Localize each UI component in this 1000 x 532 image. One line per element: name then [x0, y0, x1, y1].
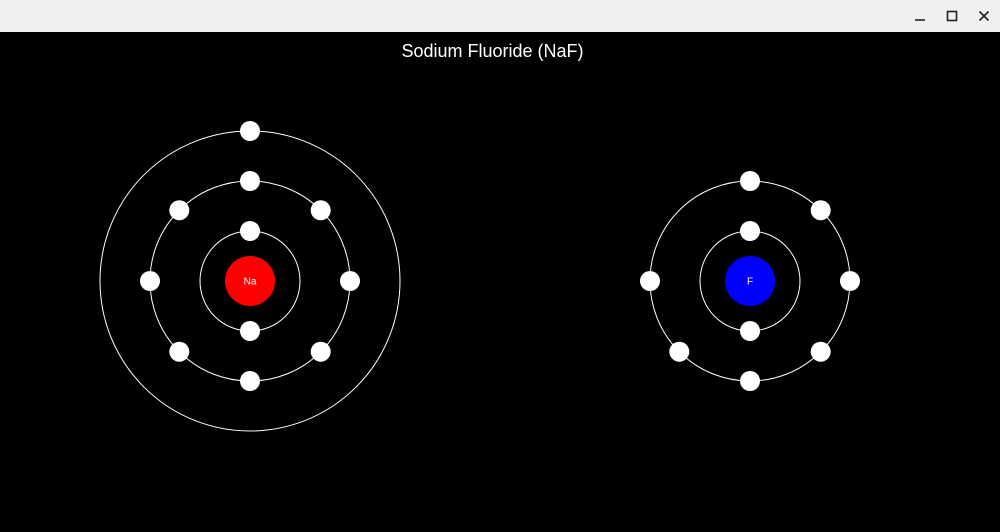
nucleus-f	[725, 256, 775, 306]
electron-na-shell-2-7	[140, 271, 160, 291]
electron-f-shell-2-7	[640, 271, 660, 291]
bohr-diagram: Na F	[99, 121, 860, 432]
electron-f-shell-2-2	[810, 200, 831, 221]
electron-f-shell-1-1	[740, 221, 760, 241]
electron-na-shell-3-1	[240, 121, 260, 141]
electron-na-shell-2-2	[310, 200, 331, 221]
close-button[interactable]	[968, 0, 1000, 32]
drawing-canvas: Sodium Fluoride (NaF) Na F	[0, 32, 1000, 532]
electron-na-shell-2-4	[310, 341, 331, 362]
electron-f-shell-2-4	[810, 341, 831, 362]
electron-na-shell-2-8	[169, 200, 190, 221]
electron-na-shell-2-3	[340, 271, 360, 291]
minimize-button[interactable]	[904, 0, 936, 32]
electron-na-shell-1-2	[240, 321, 260, 341]
electron-f-shell-2-1	[740, 171, 760, 191]
maximize-button[interactable]	[936, 0, 968, 32]
nucleus-na	[225, 256, 275, 306]
electron-na-shell-2-5	[240, 371, 260, 391]
window-titlebar	[0, 0, 1000, 32]
electron-f-shell-1-2	[740, 321, 760, 341]
nucleus-label-na: Na	[244, 277, 257, 288]
minimize-icon	[915, 19, 925, 21]
nucleus-label-f: F	[747, 277, 753, 288]
close-icon	[978, 10, 990, 22]
electron-f-shell-2-5	[740, 371, 760, 391]
electron-f-shell-2-3	[840, 271, 860, 291]
electron-f-shell-2-6	[669, 341, 690, 362]
maximize-icon	[946, 10, 958, 22]
electron-na-shell-1-1	[240, 221, 260, 241]
diagram-title: Sodium Fluoride (NaF)	[401, 41, 584, 61]
electron-na-shell-2-1	[240, 171, 260, 191]
electron-na-shell-2-6	[169, 341, 190, 362]
